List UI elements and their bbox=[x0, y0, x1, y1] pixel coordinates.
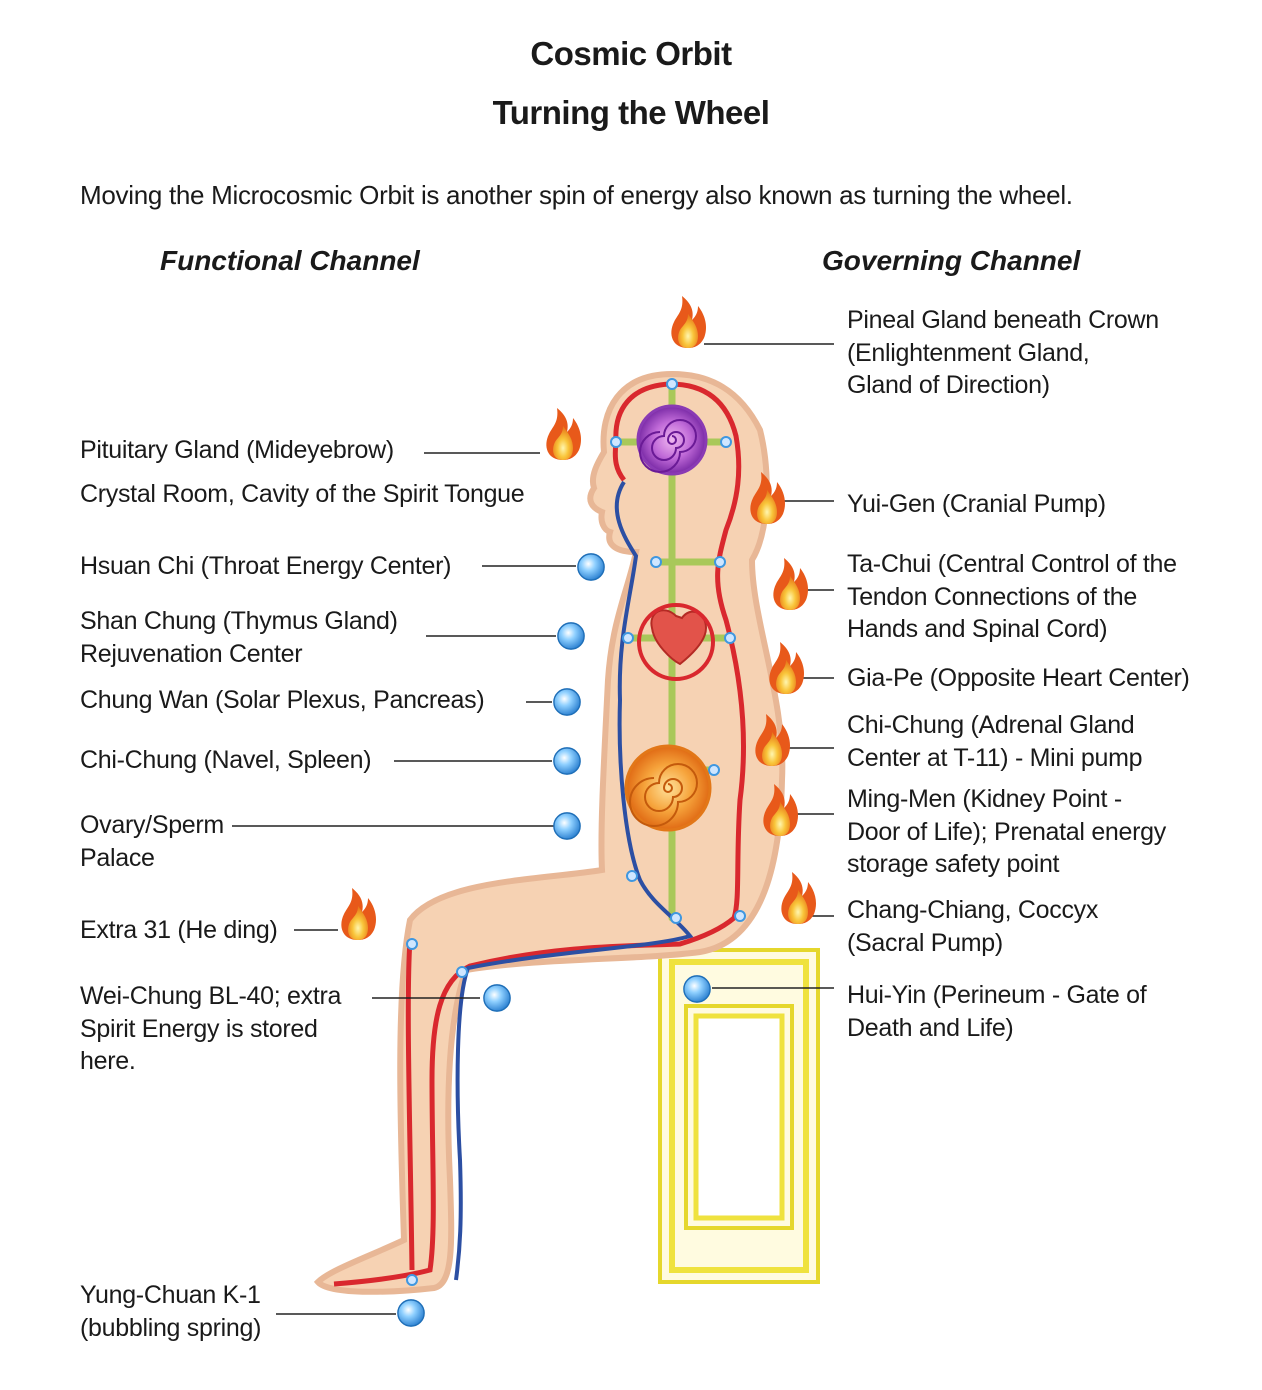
flame-icon bbox=[671, 296, 706, 348]
governing-channel-heading: Governing Channel bbox=[822, 245, 1081, 276]
label-line: Yung-Chuan K-1 bbox=[80, 1281, 261, 1309]
blue-dot-icon bbox=[553, 747, 581, 775]
label-line: storage safety point bbox=[847, 850, 1060, 878]
label-line: Shan Chung (Thymus Gland) bbox=[80, 607, 398, 635]
label-chi-chung-adrenal: Chi-Chung (Adrenal Gland Center at T-11)… bbox=[847, 709, 1143, 774]
label-line: Chi-Chung (Navel, Spleen) bbox=[80, 746, 372, 774]
label-line: Rejuvenation Center bbox=[80, 639, 303, 668]
label-pineal-gland: Pineal Gland beneath Crown (Enlightenmen… bbox=[847, 304, 1159, 402]
label-line: Hands and Spinal Cord) bbox=[847, 615, 1108, 643]
blue-dot-icon bbox=[557, 622, 585, 650]
label-line: Ming-Men (Kidney Point - bbox=[847, 785, 1122, 813]
label-line: Tendon Connections of the bbox=[847, 582, 1137, 611]
label-chung-wan: Chung Wan (Solar Plexus, Pancreas) bbox=[80, 684, 485, 717]
leader-lines bbox=[232, 343, 834, 1315]
label-line: Door of Life); Prenatal energy bbox=[847, 817, 1166, 846]
label-line: Palace bbox=[80, 843, 155, 872]
blue-dot-icon bbox=[397, 1299, 425, 1327]
label-line: Ta-Chui (Central Control of the bbox=[847, 550, 1177, 578]
label-pituitary-gland: Pituitary Gland (Mideyebrow) bbox=[80, 434, 394, 467]
blue-dot-icon bbox=[577, 553, 605, 581]
label-ta-chui: Ta-Chui (Central Control of the Tendon C… bbox=[847, 548, 1177, 646]
label-gia-pe: Gia-Pe (Opposite Heart Center) bbox=[847, 662, 1190, 695]
label-ovary-sperm-palace: Ovary/Sperm Palace bbox=[80, 809, 224, 874]
label-yung-chuan: Yung-Chuan K-1 (bubbling spring) bbox=[80, 1279, 261, 1344]
label-line: Spirit Energy is stored bbox=[80, 1014, 318, 1043]
channel-nodes bbox=[406, 378, 746, 1286]
label-line: Pineal Gland beneath Crown bbox=[847, 306, 1159, 334]
blue-dot-icon bbox=[683, 975, 711, 1003]
heart-icon bbox=[637, 603, 715, 681]
blue-dot-icon bbox=[483, 984, 511, 1012]
blue-dot-icon bbox=[553, 688, 581, 716]
label-line: here. bbox=[80, 1047, 136, 1075]
label-line: Chung Wan (Solar Plexus, Pancreas) bbox=[80, 686, 485, 714]
navel-spiral-icon bbox=[624, 744, 712, 832]
label-line: Center at T-11) - Mini pump bbox=[847, 743, 1143, 772]
label-line: Chang-Chiang, Coccyx bbox=[847, 896, 1099, 924]
label-line: (Enlightenment Gland, bbox=[847, 338, 1090, 367]
label-hui-yin: Hui-Yin (Perineum - Gate of Death and Li… bbox=[847, 979, 1147, 1044]
flame-icon bbox=[769, 642, 804, 694]
label-extra-31: Extra 31 (He ding) bbox=[80, 914, 278, 947]
flame-icon bbox=[341, 888, 376, 940]
intro-text: Moving the Microcosmic Orbit is another … bbox=[80, 180, 1073, 210]
label-line: Ovary/Sperm bbox=[80, 811, 224, 839]
label-line: Chi-Chung (Adrenal Gland bbox=[847, 711, 1135, 739]
label-line: Crystal Room, Cavity of the Spirit Tongu… bbox=[80, 480, 525, 508]
flame-icon bbox=[546, 408, 581, 460]
label-line: Hsuan Chi (Throat Energy Center) bbox=[80, 552, 452, 580]
page-title: Cosmic Orbit bbox=[530, 35, 732, 72]
label-line: Death and Life) bbox=[847, 1013, 1014, 1042]
label-line: Wei-Chung BL-40; extra bbox=[80, 982, 342, 1010]
functional-channel-heading: Functional Channel bbox=[160, 245, 420, 276]
blue-dot-icon bbox=[553, 812, 581, 840]
crown-spiral-icon bbox=[636, 404, 708, 476]
label-shan-chung: Shan Chung (Thymus Gland) Rejuvenation C… bbox=[80, 605, 398, 670]
flame-icon bbox=[781, 872, 816, 924]
label-line: (bubbling spring) bbox=[80, 1313, 262, 1342]
page-subtitle: Turning the Wheel bbox=[492, 94, 770, 131]
label-line: Gland of Direction) bbox=[847, 371, 1050, 399]
label-line: Yui-Gen (Cranial Pump) bbox=[847, 490, 1106, 518]
flame-icon bbox=[773, 558, 808, 610]
label-line: Gia-Pe (Opposite Heart Center) bbox=[847, 664, 1190, 692]
label-chang-chiang: Chang-Chiang, Coccyx (Sacral Pump) bbox=[847, 894, 1098, 959]
label-crystal-room: Crystal Room, Cavity of the Spirit Tongu… bbox=[80, 478, 525, 511]
label-wei-chung: Wei-Chung BL-40; extra Spirit Energy is … bbox=[80, 980, 341, 1078]
label-line: Extra 31 (He ding) bbox=[80, 916, 278, 944]
seat-box bbox=[658, 948, 820, 1284]
label-line: (Sacral Pump) bbox=[847, 928, 1003, 957]
label-chi-chung-navel: Chi-Chung (Navel, Spleen) bbox=[80, 744, 372, 777]
label-line: Hui-Yin (Perineum - Gate of bbox=[847, 981, 1147, 1009]
label-yui-gen: Yui-Gen (Cranial Pump) bbox=[847, 488, 1106, 521]
label-ming-men: Ming-Men (Kidney Point - Door of Life); … bbox=[847, 783, 1166, 881]
label-hsuan-chi: Hsuan Chi (Throat Energy Center) bbox=[80, 550, 451, 583]
label-line: Pituitary Gland (Mideyebrow) bbox=[80, 436, 394, 464]
